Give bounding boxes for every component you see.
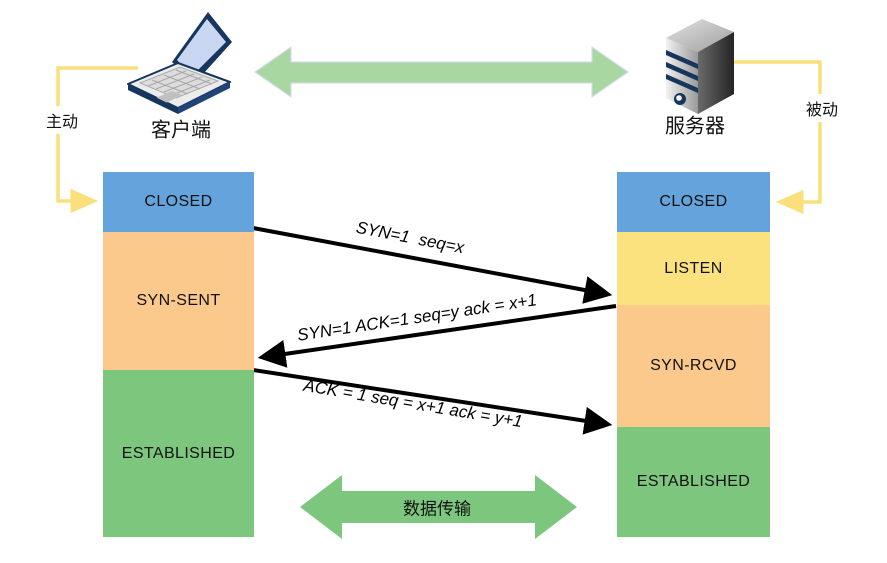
message-label-syn: SYN=1 seq=x <box>354 217 466 258</box>
message-label-syn-ack: SYN=1 ACK=1 seq=y ack = x+1 <box>295 290 538 345</box>
message-label-ack: ACK = 1 seq = x+1 ack = y+1 <box>302 375 524 432</box>
client-device-label: 客户端 <box>151 119 211 142</box>
client-server-link-arrow <box>253 45 630 99</box>
state-label: SYN-SENT <box>136 292 221 309</box>
state-label: ESTABLISHED <box>121 444 236 462</box>
laptop-icon <box>127 12 232 114</box>
state-server-closed: CLOSED <box>617 172 770 232</box>
state-client-established: ESTABLISHED <box>103 370 254 537</box>
state-client-syn-sent: SYN-SENT <box>103 232 254 370</box>
state-label: LISTEN <box>664 259 723 277</box>
state-label: CLOSED <box>144 193 213 210</box>
server-device-label: 服务器 <box>665 115 725 138</box>
state-server-syn-rcvd: SYN-RCVD <box>617 305 770 427</box>
server-icon <box>666 19 734 114</box>
state-server-listen: LISTEN <box>617 232 770 305</box>
data-transfer-label: 数据传输 <box>403 499 471 519</box>
state-label: CLOSED <box>659 193 728 210</box>
server-role-label: 被动 <box>802 94 842 122</box>
state-label: SYN-RCVD <box>650 357 737 374</box>
state-label: ESTABLISHED <box>636 473 751 490</box>
state-server-established: ESTABLISHED <box>617 427 770 537</box>
state-client-closed: CLOSED <box>103 172 254 232</box>
client-role-label: 主动 <box>42 106 82 134</box>
